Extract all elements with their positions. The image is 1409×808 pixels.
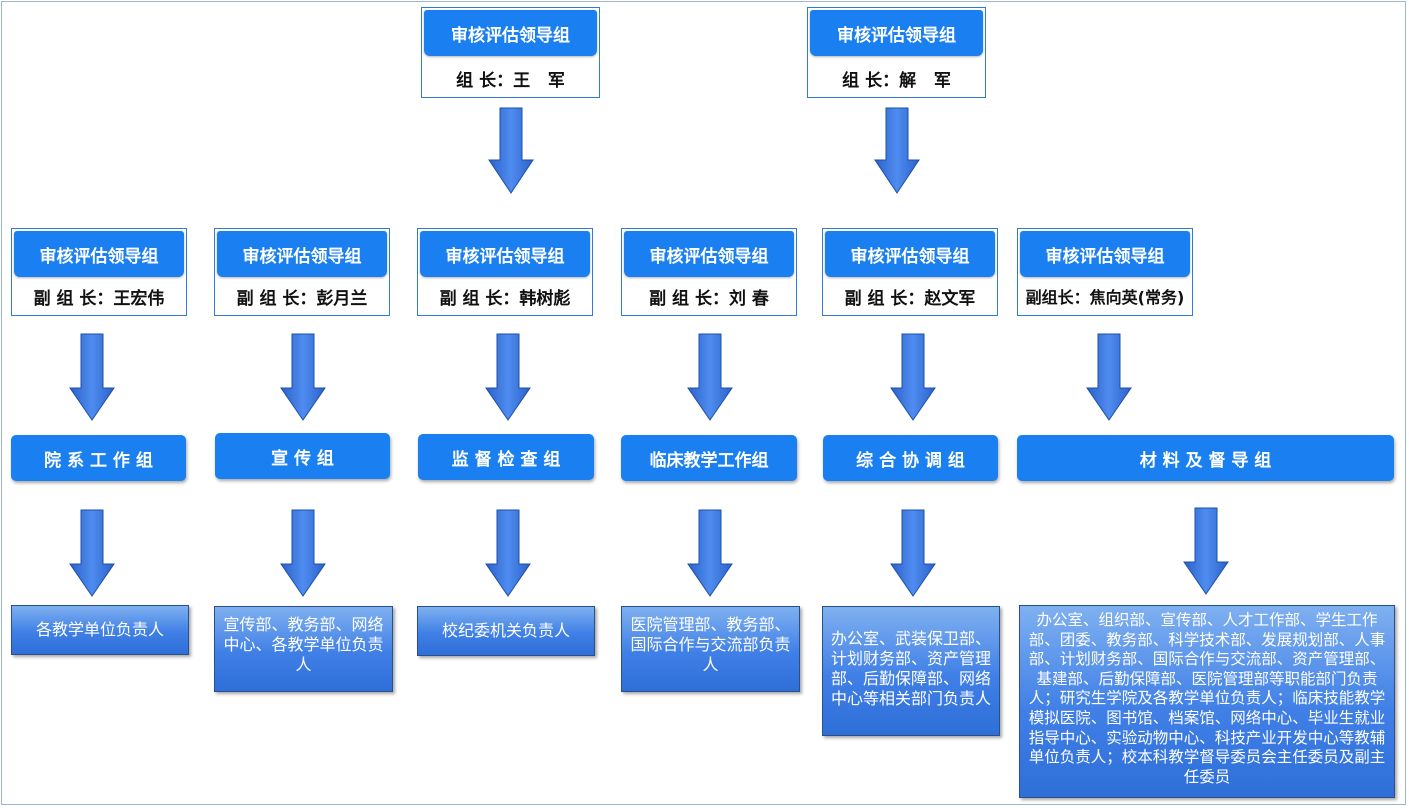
leader-name: 组 长：王 军 [456,70,565,91]
group-box-3: 监 督 检 查 组 [418,434,594,480]
sub-leader-box-6: 审核评估领导组 副组长：焦向英(常务) [1017,228,1193,316]
down-arrow-icon [485,333,531,421]
leader-title: 审核评估领导组 [424,10,597,56]
leader-title: 审核评估领导组 [825,231,995,277]
down-arrow-icon [69,509,115,597]
member-box-4: 医院管理部、教务部、国际合作与交流部负责人 [621,606,800,692]
group-box-5: 综 合 协 调 组 [823,435,998,481]
leader-title: 审核评估领导组 [217,231,387,277]
group-box-4: 临床教学工作组 [621,435,797,481]
member-box-2: 宣传部、教务部、网络中心、各教学单位负责人 [214,606,393,692]
leader-title: 审核评估领导组 [810,10,983,56]
leader-title: 审核评估领导组 [420,231,590,277]
down-arrow-icon [890,333,936,421]
sub-leader-box-2: 审核评估领导组 副 组 长：彭月兰 [214,228,390,316]
sub-leader-box-4: 审核评估领导组 副 组 长：刘 春 [621,228,797,316]
leader-name: 副 组 长：韩树彪 [439,288,571,309]
leader-title: 审核评估领导组 [624,231,794,277]
sub-leader-box-3: 审核评估领导组 副 组 长：韩树彪 [417,228,593,316]
member-box-1: 各教学单位负责人 [11,605,189,655]
down-arrow-icon [280,509,326,597]
down-arrow-icon [890,509,936,597]
sub-leader-box-5: 审核评估领导组 副 组 长：赵文军 [822,228,998,316]
leader-name: 副 组 长：彭月兰 [236,288,368,309]
member-box-6: 办公室、组织部、宣传部、人才工作部、学生工作部、团委、教务部、科学技术部、发展规… [1019,605,1395,798]
down-arrow-icon [69,333,115,421]
down-arrow-icon [1183,507,1229,595]
leader-name: 组 长：解 军 [842,70,951,91]
down-arrow-icon [488,107,534,194]
group-box-6: 材 料 及 督 导 组 [1017,435,1394,481]
leader-title: 审核评估领导组 [1020,231,1190,277]
down-arrow-icon [485,509,531,597]
leader-name: 副组长：焦向英(常务) [1025,288,1185,307]
group-box-1: 院 系 工 作 组 [11,435,186,481]
leader-name: 副 组 长：王宏伟 [33,288,165,309]
leader-name: 副 组 长：刘 春 [649,288,769,309]
down-arrow-icon [280,333,326,421]
member-box-5: 办公室、武装保卫部、计划财务部、资产管理部、后勤保障部、网络中心等相关部门负责人 [822,606,1000,736]
leader-name: 副 组 长：赵文军 [844,288,976,309]
top-leader-box-2: 审核评估领导组 组 长：解 军 [807,7,986,98]
down-arrow-icon [1086,333,1132,421]
down-arrow-icon [874,107,920,194]
down-arrow-icon [687,333,733,421]
leader-title: 审核评估领导组 [14,231,184,277]
member-box-3: 校纪委机关负责人 [417,606,595,656]
sub-leader-box-1: 审核评估领导组 副 组 长：王宏伟 [11,228,187,316]
top-leader-box-1: 审核评估领导组 组 长：王 军 [421,7,600,98]
group-box-2: 宣 传 组 [215,433,390,479]
down-arrow-icon [687,509,733,597]
